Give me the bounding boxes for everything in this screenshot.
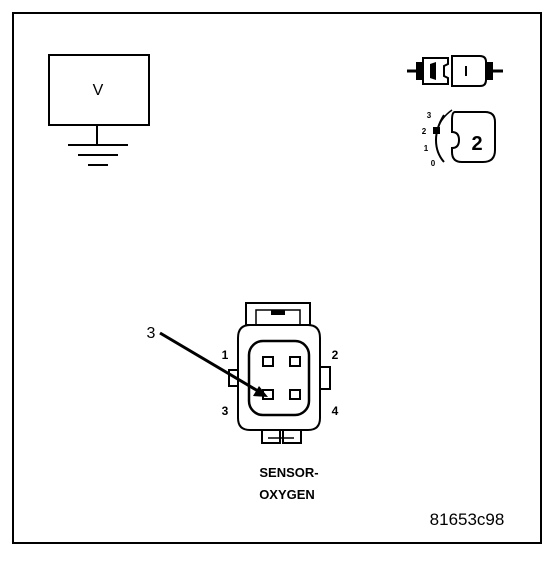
terminal-2 bbox=[289, 356, 301, 367]
voltmeter-icon: V bbox=[48, 54, 150, 145]
callout-arrow bbox=[159, 331, 268, 397]
step-scale-2: 2 bbox=[422, 127, 427, 136]
terminal-4 bbox=[289, 389, 301, 400]
step-scale-3: 3 bbox=[427, 111, 432, 120]
connector-caption-line1: SENSOR- bbox=[259, 465, 318, 480]
pin-label-4: 4 bbox=[332, 404, 339, 418]
step-indicator-icon: 2 3 2 1 0 bbox=[422, 109, 496, 168]
connector-disconnect-icon bbox=[407, 55, 503, 87]
pin-label-2: 2 bbox=[332, 348, 339, 362]
pin-label-1: 1 bbox=[222, 348, 229, 362]
connector-face bbox=[228, 302, 331, 444]
figure-border bbox=[12, 12, 542, 544]
connector-caption-line2: OXYGEN bbox=[259, 487, 315, 502]
voltmeter-label: V bbox=[93, 82, 104, 99]
step-scale-0: 0 bbox=[431, 159, 436, 168]
pin-label-3: 3 bbox=[222, 404, 229, 418]
callout-label: 3 bbox=[147, 325, 156, 342]
step-number: 2 bbox=[471, 133, 482, 155]
step-scale-1: 1 bbox=[424, 144, 429, 153]
terminal-1 bbox=[262, 356, 274, 367]
ground-symbol-icon bbox=[68, 144, 128, 166]
figure-id: 81653c98 bbox=[430, 510, 505, 529]
